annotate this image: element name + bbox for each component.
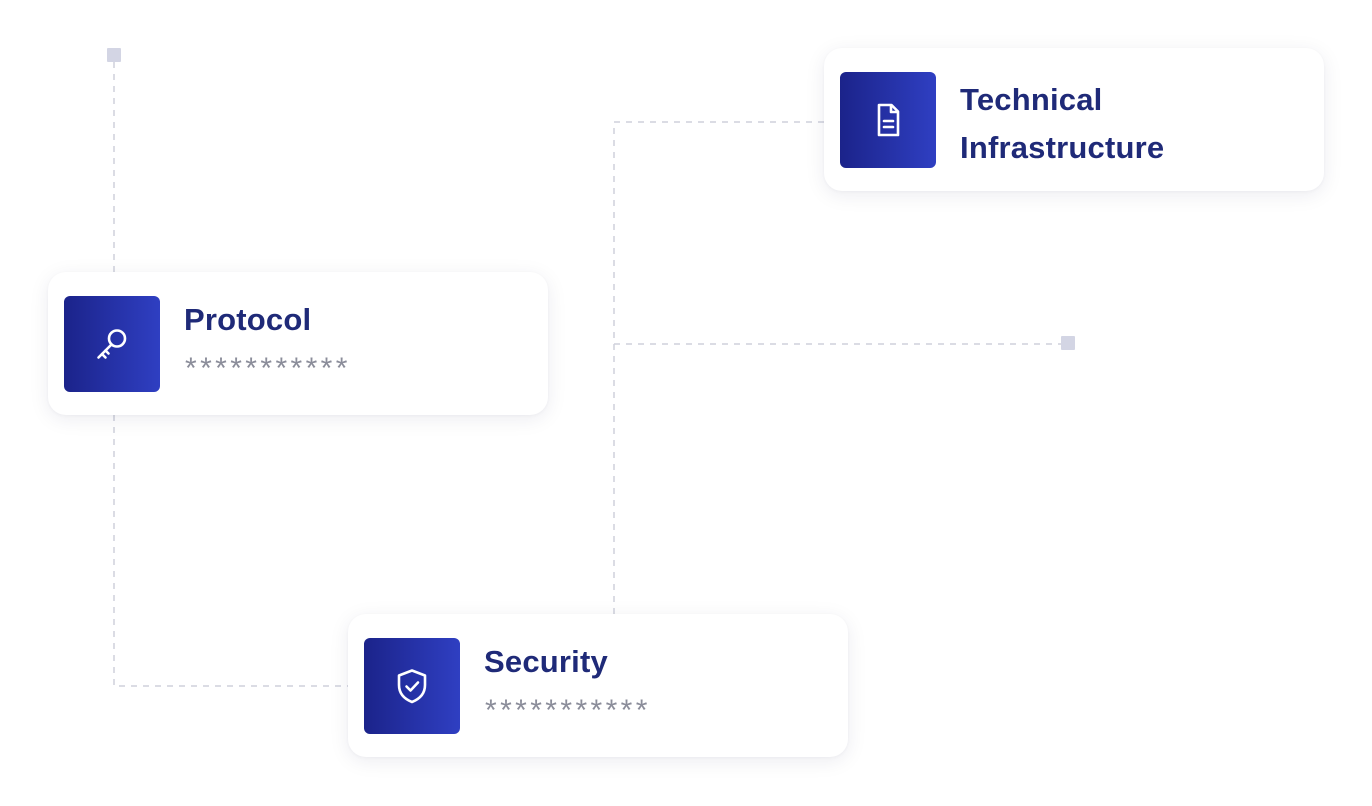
icon-tile (840, 72, 936, 168)
icon-tile (64, 296, 160, 392)
masked-value: *********** (185, 352, 351, 385)
security-card[interactable]: Security *********** (348, 614, 848, 757)
document-icon (877, 103, 900, 137)
dashed-connectors (113, 62, 1062, 687)
key-icon (97, 329, 127, 359)
connector-security-to-technical (613, 121, 824, 614)
card-title: Technical Infrastructure (960, 82, 1165, 165)
node-square-right (1061, 336, 1075, 350)
node-square-top (107, 48, 121, 62)
card-title: Protocol (184, 302, 312, 337)
shield-check-icon (397, 669, 427, 704)
masked-value: *********** (485, 694, 651, 727)
protocol-card[interactable]: Protocol *********** (48, 272, 548, 415)
connector-protocol-to-security (113, 415, 360, 687)
icon-tile (364, 638, 460, 734)
card-title: Security (484, 644, 608, 679)
technical-infrastructure-card[interactable]: Technical Infrastructure (824, 48, 1324, 191)
